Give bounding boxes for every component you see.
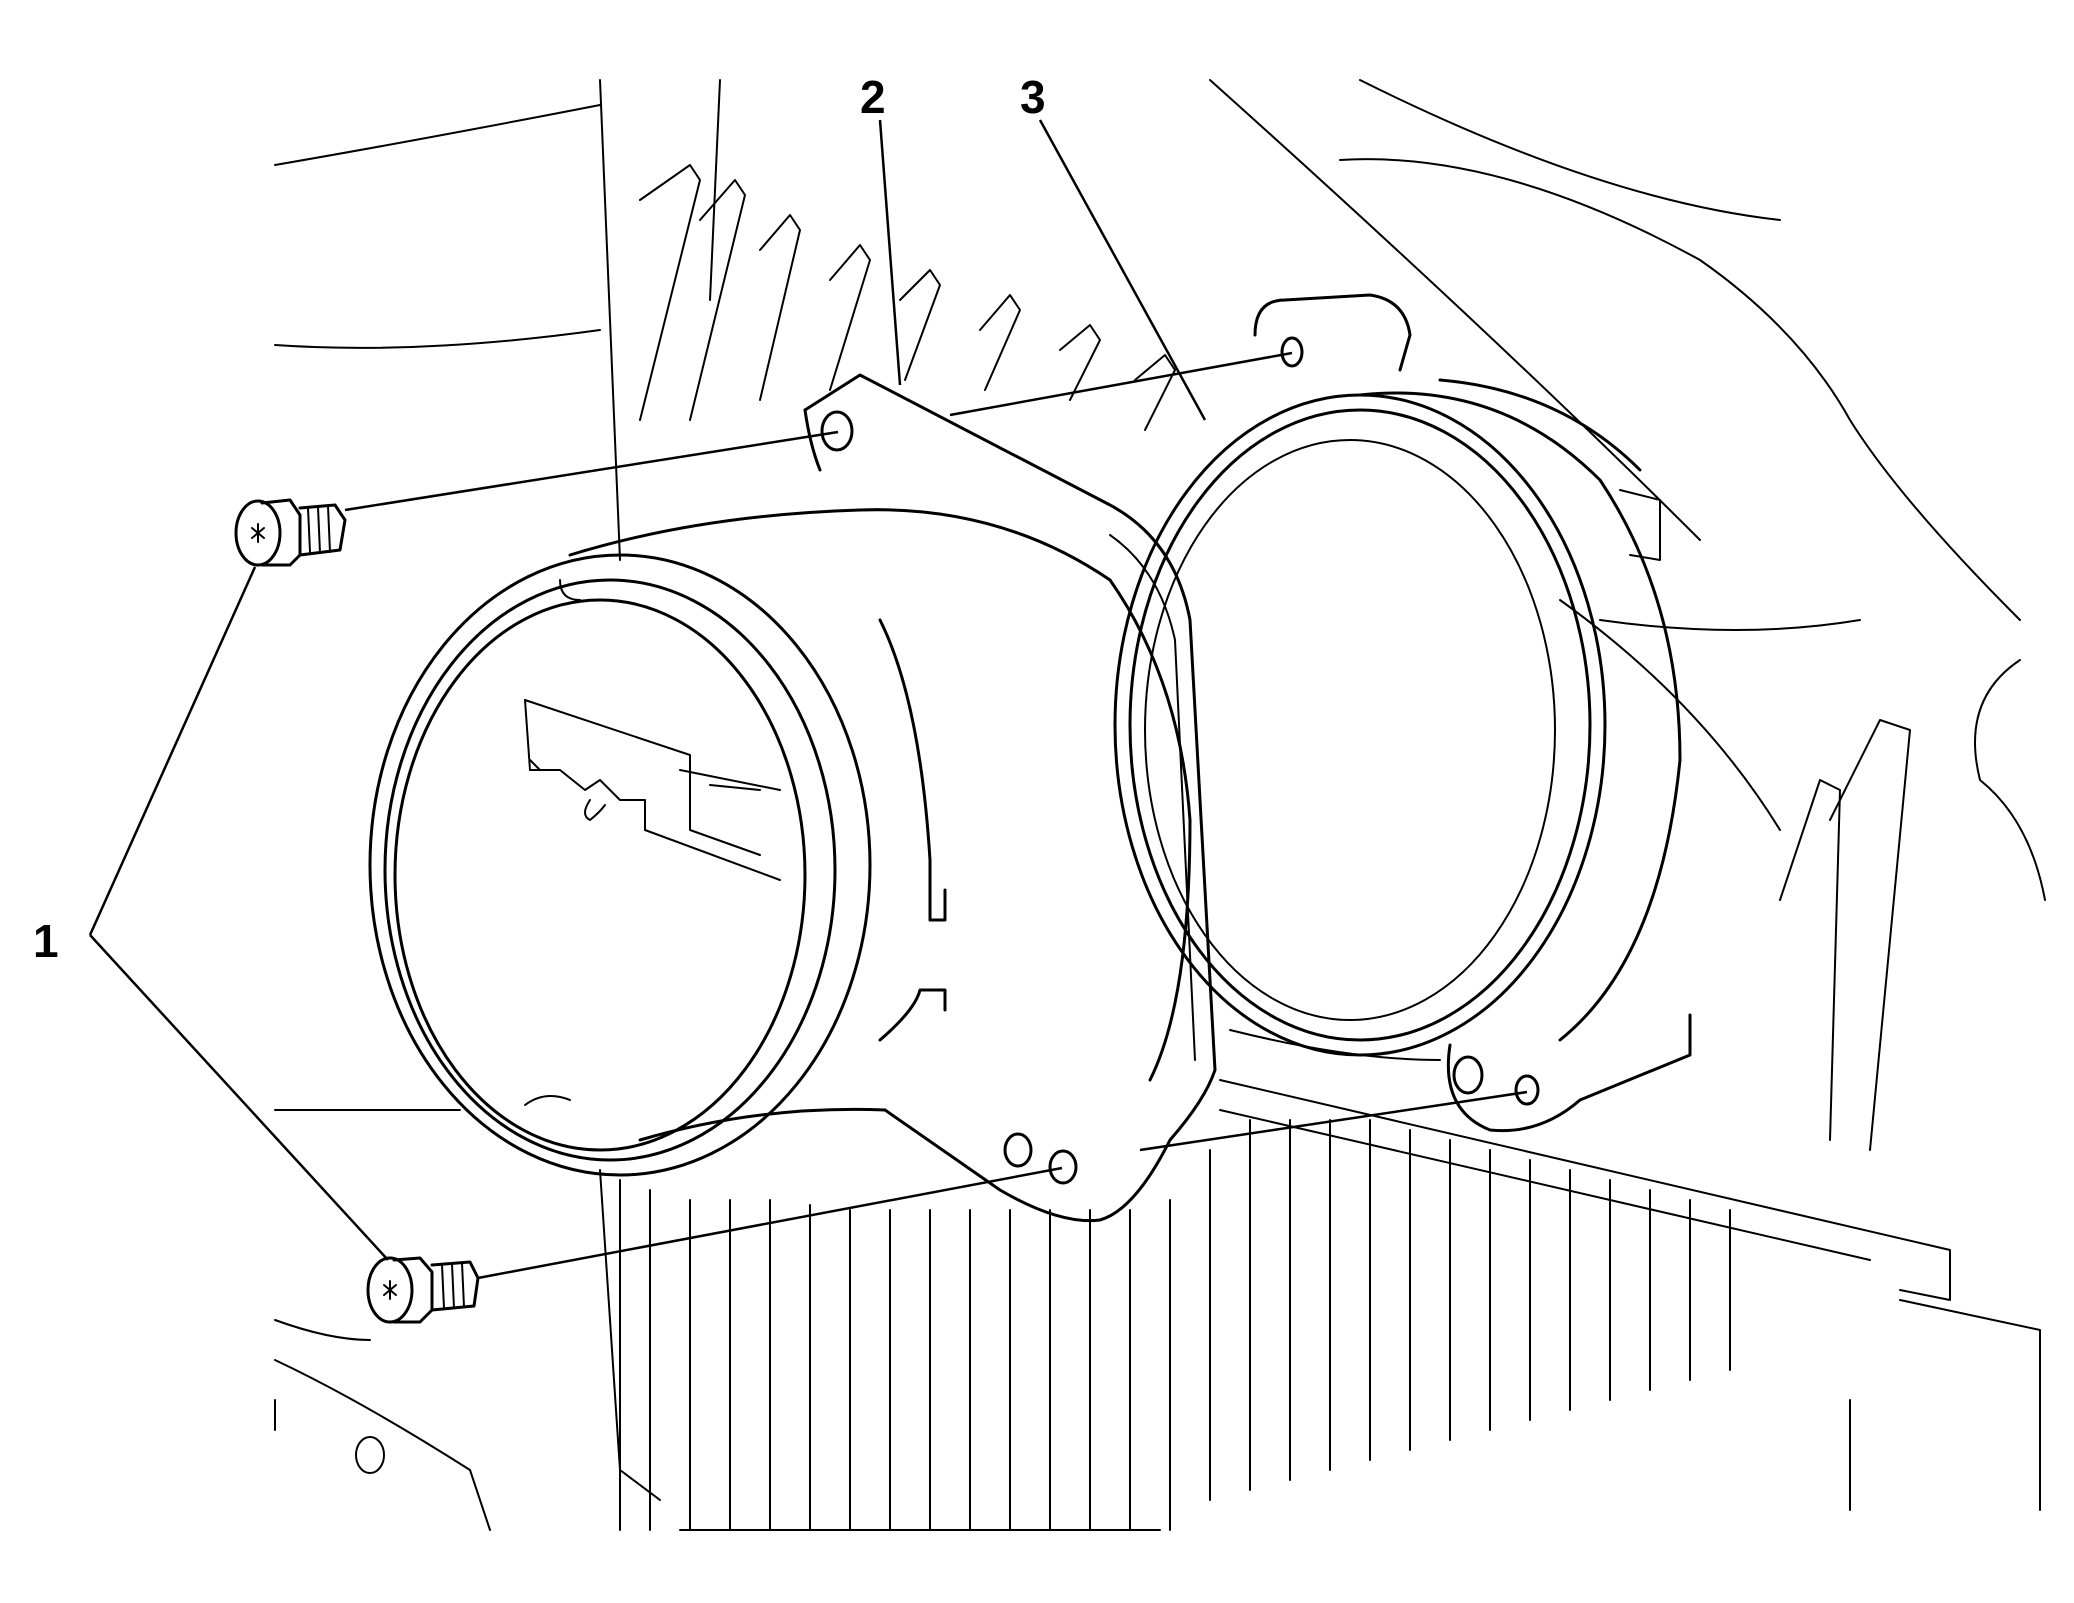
part-3-seal <box>1113 293 1692 1133</box>
part-1-screw-lower <box>366 1256 480 1324</box>
callout-1: 1 <box>33 915 59 967</box>
air-cleaner-housing <box>274 79 2046 1531</box>
callout-leaders <box>88 119 1207 1261</box>
callout-2: 2 <box>860 71 886 123</box>
part-1-screw-upper <box>234 498 347 567</box>
alignment-lines <box>344 351 1528 1280</box>
callout-3: 3 <box>1020 71 1046 123</box>
part-2-maf-housing <box>368 373 1217 1223</box>
